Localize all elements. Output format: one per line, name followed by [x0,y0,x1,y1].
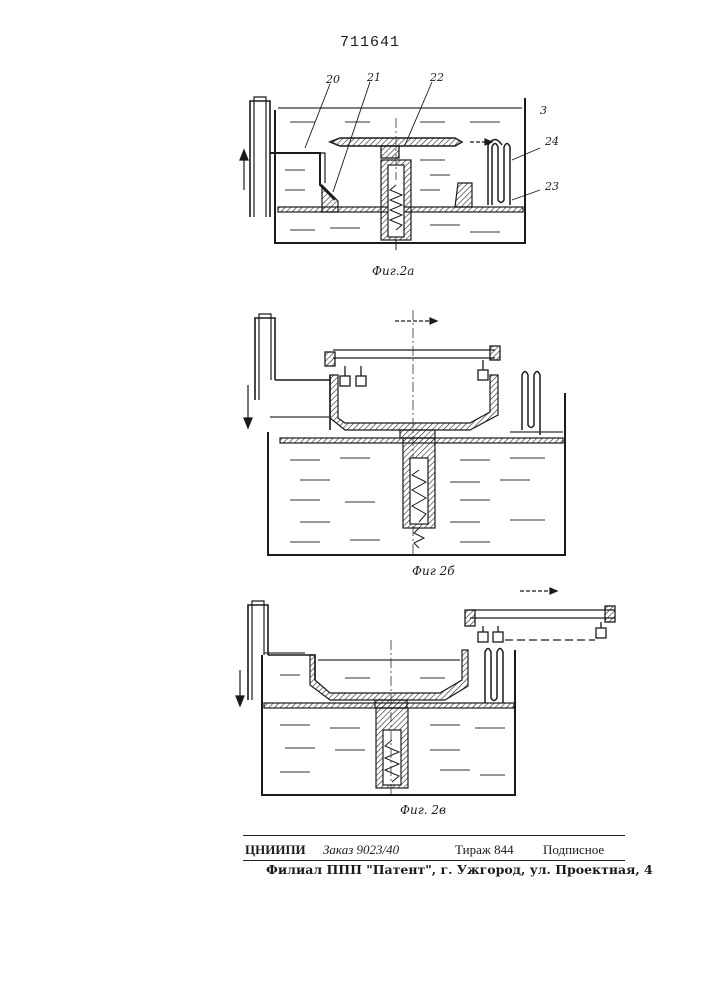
flow-arrows [244,318,437,428]
figure-2a-drawing [0,0,707,290]
figure-2v-drawing [0,580,707,800]
figure-2b-drawing [0,290,707,590]
imprint-order: Заказ 9023/40 [323,842,399,858]
ref-label-3: 3 [540,104,547,117]
siphon-tube [250,101,270,217]
gantry [325,346,500,386]
heater-coil [522,372,540,436]
ref-label-22: 22 [430,71,444,84]
ref-label-21: 21 [367,71,381,84]
ref-label-20: 20 [326,73,340,86]
gantry [465,606,615,642]
ref-label-24: 24 [545,135,559,148]
heater-coil [488,140,510,206]
base-plate [264,703,514,708]
figure-caption-2b: Фиг 2б [412,564,455,578]
flow-arrows [236,588,557,706]
imprint-branch: Филиал ППП "Патент", г. Ужгород, ул. Про… [266,862,653,877]
heater-coil [485,649,503,704]
spring-cylinder [376,708,408,788]
imprint-circulation: Тираж 844 [455,842,514,858]
ref-label-23: 23 [545,180,559,193]
figure-caption-2v: Фиг. 2в [400,803,446,817]
lifted-container [330,375,498,438]
imprint-rule-top [243,835,625,836]
figure-caption-2a: Фиг.2а [372,264,414,278]
imprint-org: ЦНИИПИ [245,842,306,858]
siphon-tube [255,318,275,400]
lowered-container [310,650,468,708]
imprint-subscription: Подписное [543,842,604,858]
imprint-rule-bottom [243,860,625,861]
spring-cylinder [403,438,435,548]
